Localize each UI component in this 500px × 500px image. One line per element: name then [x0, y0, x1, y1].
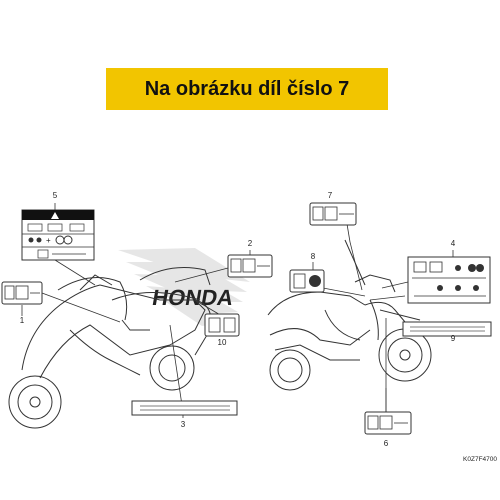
banner-text: Na obrázku díl číslo 7	[144, 77, 350, 100]
label-1-decal	[1, 281, 43, 305]
label-2-decal	[227, 254, 273, 278]
callout-8: 8	[311, 252, 316, 261]
callout-3: 3	[181, 420, 186, 429]
callout-2: 2	[248, 239, 253, 248]
callout-4: 4	[451, 239, 456, 248]
callout-numbers: 5 1 2 10 3 7 8 4 9 6	[20, 191, 456, 448]
right-scooter-illustration	[267, 239, 432, 391]
callout-9: 9	[451, 334, 456, 343]
label-8-decal	[289, 269, 325, 293]
callout-5: 5	[53, 191, 58, 200]
label-9-decal	[402, 321, 492, 337]
svg-text:+: +	[46, 236, 51, 245]
label-10-decal	[204, 313, 240, 337]
callout-7: 7	[328, 191, 333, 200]
callout-1: 1	[20, 316, 25, 325]
label-5-decal: +	[21, 209, 95, 261]
part-number-banner: Na obrázku díl číslo 7	[106, 68, 388, 110]
diagram-code: K0Z7F4700	[463, 456, 497, 463]
label-3-decal	[131, 400, 238, 416]
label-7-decal	[309, 202, 357, 226]
callout-10: 10	[218, 338, 227, 347]
label-4-decal	[407, 256, 491, 304]
label-6-decal	[364, 411, 412, 435]
callout-6: 6	[384, 439, 389, 448]
